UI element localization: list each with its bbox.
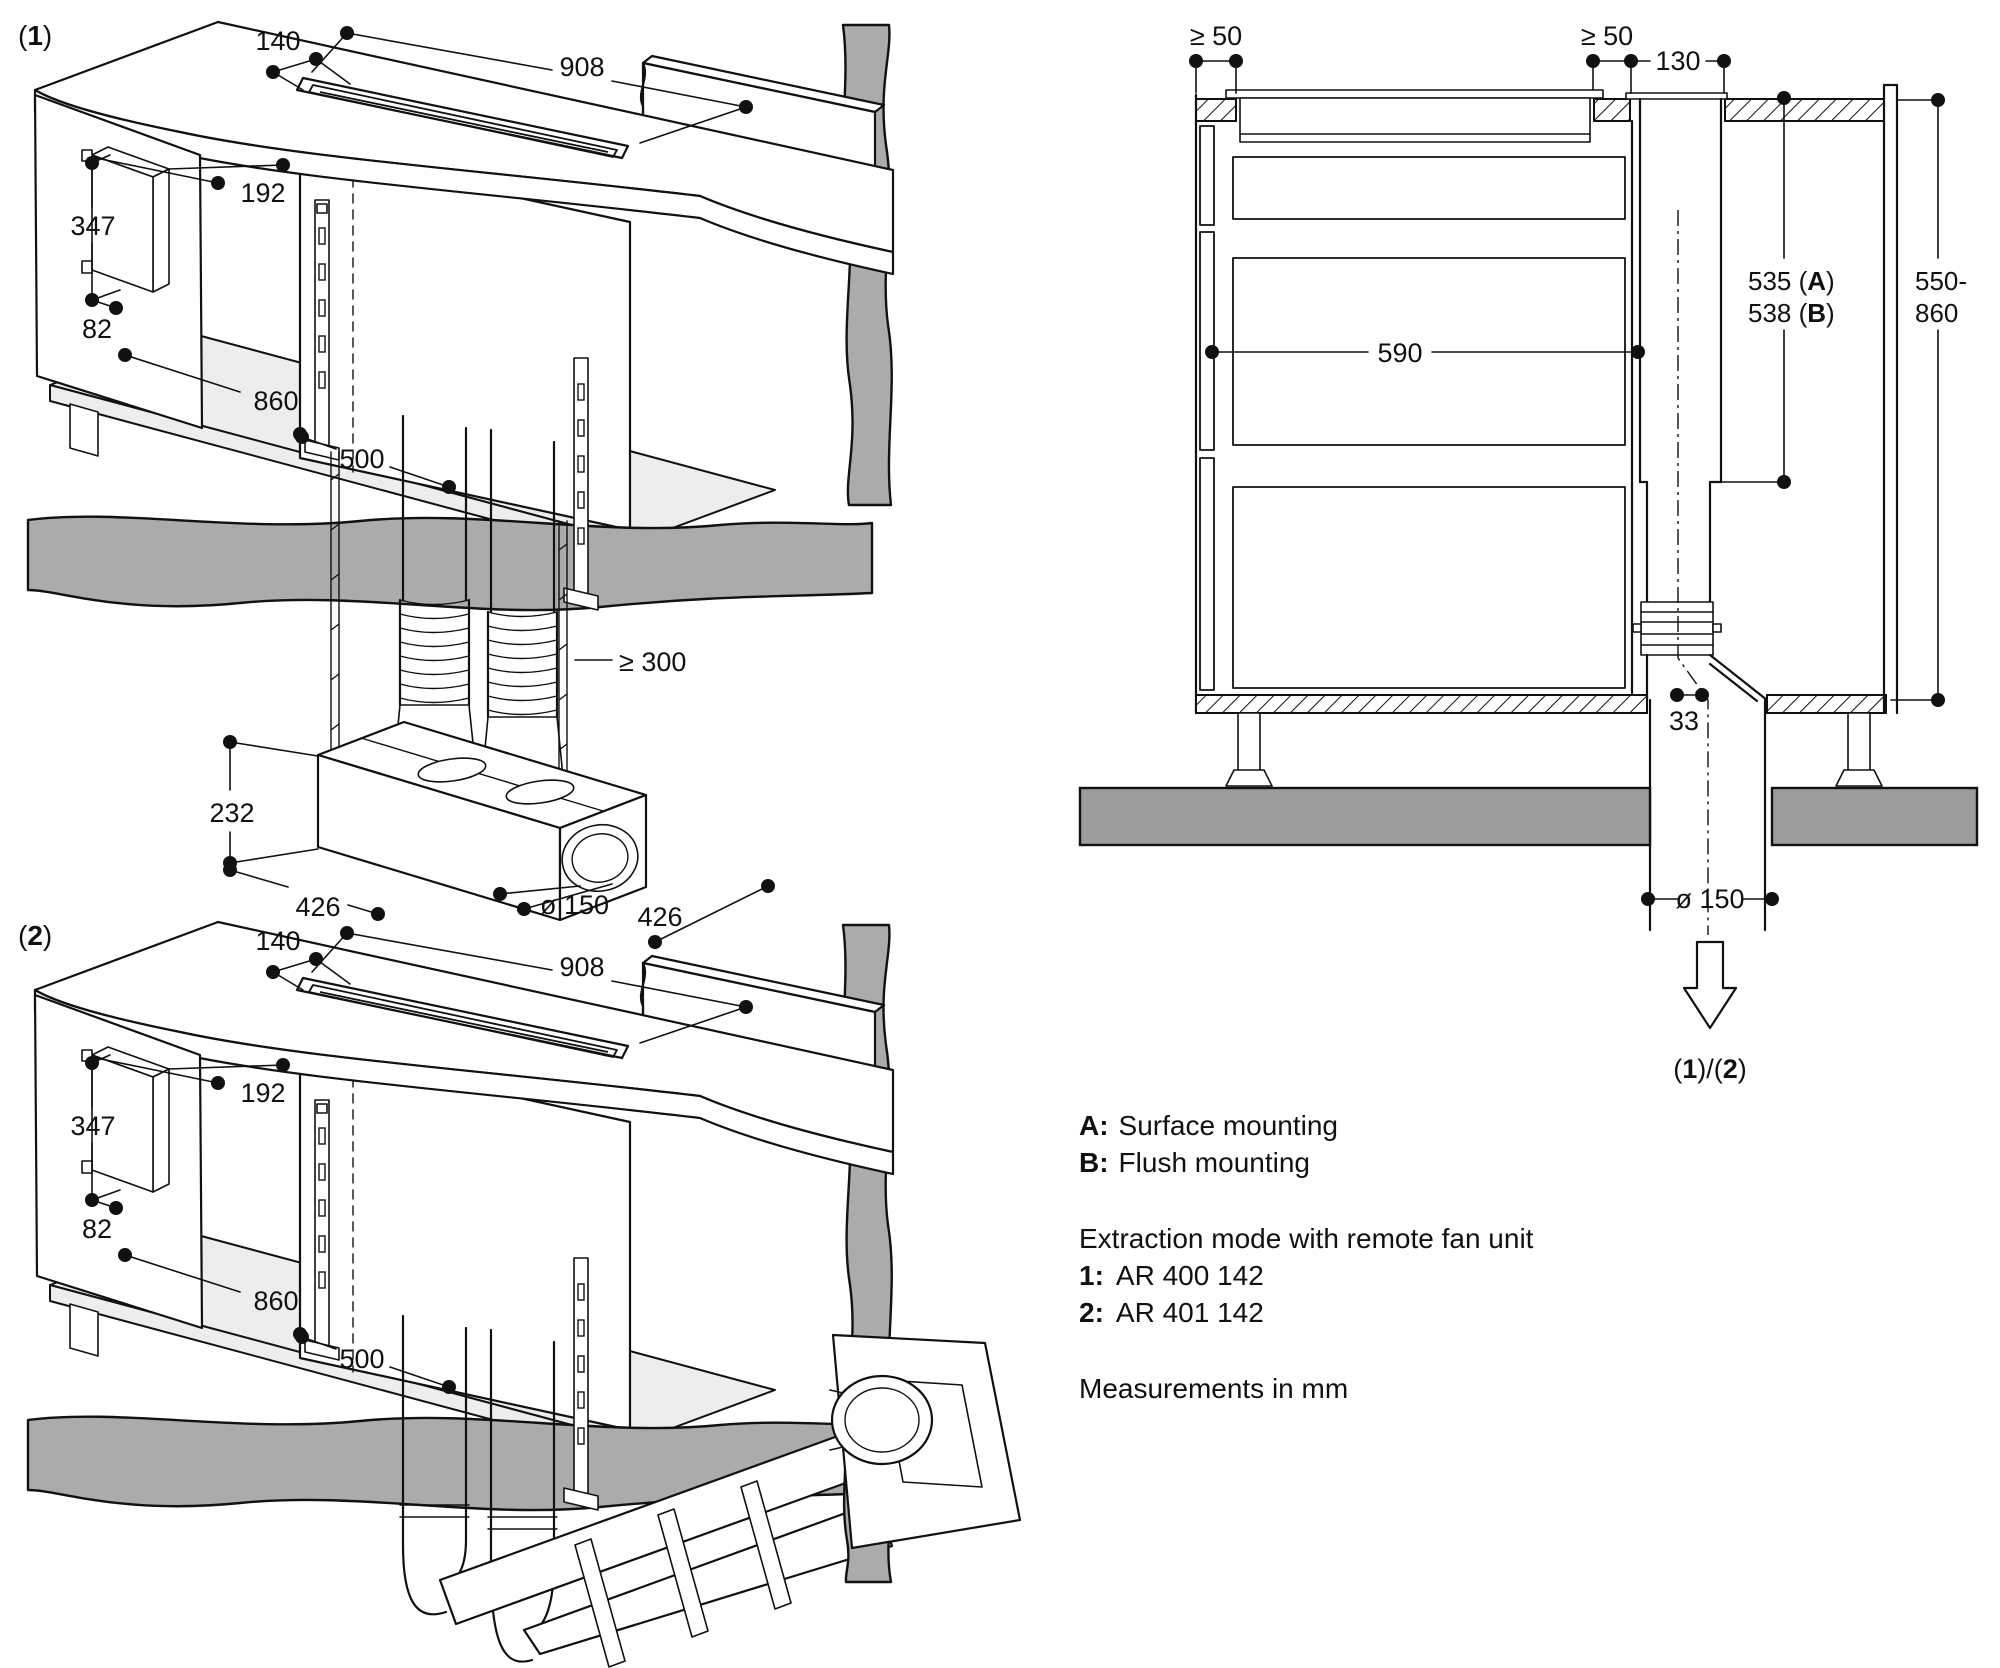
svg-text:426: 426 (295, 892, 340, 922)
notes-block: A:Surface mounting B:Flush mounting Extr… (1079, 1110, 1534, 1404)
dim-426-left: 426 (223, 863, 385, 922)
cross-section: ≥ 50 ≥ 50 130 535 (A) 538 (B) (1078, 21, 1979, 1084)
svg-text:≥ 50: ≥ 50 (1190, 21, 1242, 51)
worktop-hatch-left (1195, 98, 1237, 122)
cooktop-tub (1239, 97, 1591, 143)
dim-min50-mid: ≥ 50 (1581, 21, 1638, 94)
dim-150-port: ø 150 (493, 883, 613, 920)
note-mounting-b: B:Flush mounting (1079, 1147, 1310, 1178)
dim-33: 33 (1669, 688, 1709, 736)
base-hatch-right (1766, 694, 1887, 714)
dim-150-section: ø 150 (1641, 884, 1779, 914)
base-hatch-left (1195, 694, 1648, 714)
note-measurements: Measurements in mm (1079, 1373, 1348, 1404)
dim-590: 590 (1205, 338, 1645, 368)
corrugated-hoses (398, 598, 559, 719)
floor-slab-left (1078, 786, 1652, 847)
svg-text:538 (B): 538 (B) (1748, 298, 1835, 328)
drawer-box-1 (1232, 156, 1626, 220)
svg-text:590: 590 (1377, 338, 1422, 368)
cooktop-plate (1225, 89, 1604, 99)
dim-232: 232 (209, 735, 319, 870)
svg-text:≥ 300: ≥ 300 (619, 647, 686, 677)
note-mounting-a: A:Surface mounting (1079, 1110, 1338, 1141)
note-model-2: 2:AR 401 142 (1079, 1297, 1264, 1328)
svg-text:550-: 550- (1915, 266, 1967, 296)
drawer-box-3 (1232, 486, 1626, 689)
dim-535-538: 535 (A) 538 (B) (1720, 91, 1835, 489)
cabinet-legs (1225, 712, 1883, 787)
drawer-front-3 (1199, 457, 1215, 691)
dim-130: 130 (1630, 46, 1731, 94)
drawing-1-label: (1) (18, 20, 52, 51)
svg-text:535 (A): 535 (A) (1748, 266, 1835, 296)
wall-outlet (829, 1333, 1022, 1550)
right-wall (1882, 83, 1899, 715)
svg-text:≥ 50: ≥ 50 (1581, 21, 1633, 51)
plenum-duct (1638, 97, 1723, 604)
drawing-2-label: (2) (18, 920, 52, 951)
duct-centerline (1677, 210, 1709, 935)
svg-text:860: 860 (1915, 298, 1958, 328)
dim-min50-left: ≥ 50 (1189, 21, 1243, 94)
iso-drawing-1: ≥ 300 232 426 ø 150 (18, 20, 895, 949)
dim-550-860: 550- 860 (1890, 93, 1967, 707)
svg-text:426: 426 (637, 902, 682, 932)
drawer-front-1 (1199, 125, 1215, 226)
duct-coupling (1632, 601, 1722, 656)
svg-text:33: 33 (1669, 706, 1699, 736)
worktop-hatch-right (1724, 98, 1885, 122)
section-ref-label: (1)/(2) (1673, 1054, 1747, 1084)
duct-stubs (399, 1498, 558, 1570)
drawer-front-2 (1199, 231, 1215, 451)
downdraft-top-strip (1625, 92, 1728, 100)
svg-text:232: 232 (209, 798, 254, 828)
note-model-1: 1:AR 400 142 (1079, 1260, 1264, 1291)
dim-min300: ≥ 300 (574, 647, 686, 677)
svg-text:ø 150: ø 150 (1675, 884, 1744, 914)
worktop-hatch-mid (1593, 98, 1631, 122)
dim-426-right: 426 (637, 879, 775, 949)
svg-text:ø 150: ø 150 (540, 890, 609, 920)
duct-straps (574, 1480, 792, 1668)
floor-slab-right (1770, 786, 1979, 847)
remote-fan-unit (316, 720, 648, 922)
svg-text:130: 130 (1655, 46, 1700, 76)
wall-outlet-collar (830, 1374, 934, 1466)
airflow-arrow (1682, 940, 1738, 1030)
iso-drawing-2: (2) (18, 920, 1022, 1668)
note-extraction-title: Extraction mode with remote fan unit (1079, 1223, 1534, 1254)
